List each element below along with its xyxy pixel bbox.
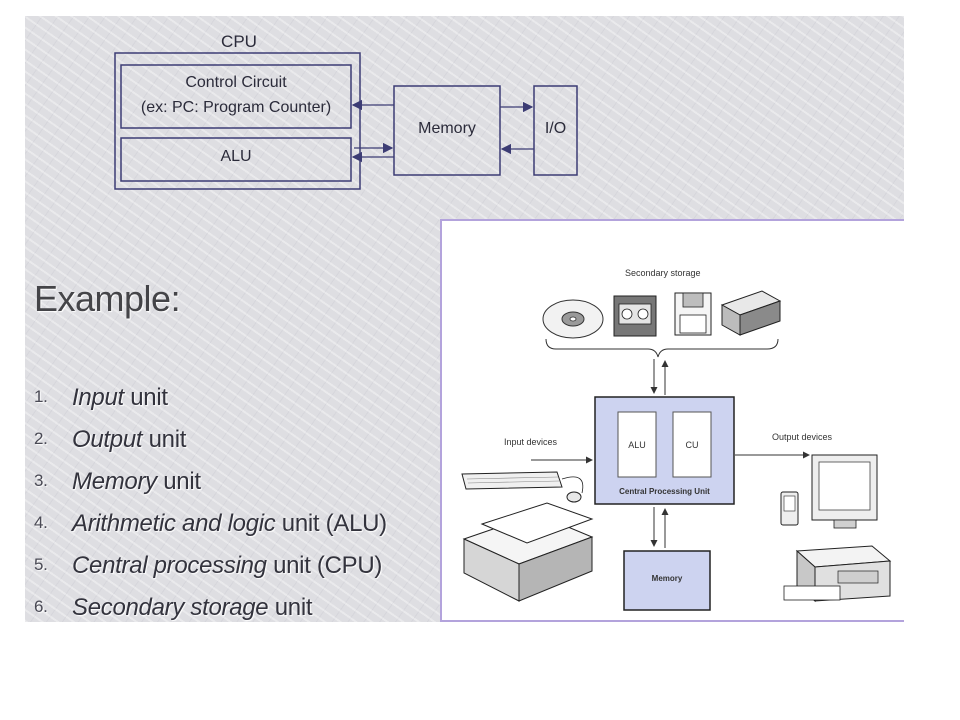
- list-text: unit: [268, 594, 313, 621]
- figure-canvas: [461, 290, 892, 611]
- list-number: 2.: [34, 429, 48, 448]
- slide: CPU Control Circuit (ex: PC: Program Cou…: [25, 16, 904, 622]
- list-number: 5.: [34, 555, 48, 574]
- list-number: 1.: [34, 387, 48, 406]
- printer-icon: [783, 545, 892, 603]
- program-counter-label: (ex: PC: Program Counter): [140, 99, 332, 116]
- list-emphasis: Memory: [72, 468, 157, 495]
- list-text: unit (ALU): [275, 510, 387, 537]
- alu-label: ALU: [220, 148, 252, 165]
- cpu-block-diagram: [114, 52, 578, 190]
- mouse-icon: [561, 476, 584, 503]
- list-number: 6.: [34, 597, 48, 616]
- cd-disc-icon: [542, 299, 604, 339]
- alu-box: [617, 411, 657, 478]
- io-box: [533, 85, 578, 176]
- list-emphasis: Secondary storage: [72, 594, 269, 621]
- cpu-box: [114, 52, 361, 190]
- tape-cassette-icon: [613, 295, 657, 337]
- fig-memory-label: Memory: [651, 574, 683, 583]
- cu-box: [672, 411, 712, 478]
- secondary-storage-label: Secondary storage: [625, 268, 701, 278]
- scanner-icon: [462, 502, 594, 602]
- example-title: Example:: [34, 278, 181, 319]
- cpu-label: CPU: [221, 32, 257, 51]
- list-text: unit: [123, 384, 168, 411]
- floppy-disk-icon: [674, 292, 712, 336]
- memory-box: [623, 550, 711, 611]
- fig-cu-label: CU: [685, 440, 699, 450]
- list-emphasis: Arithmetic and logic: [72, 510, 276, 537]
- list-emphasis: Input: [72, 384, 124, 411]
- output-devices-label: Output devices: [772, 432, 833, 442]
- cpu-caption: Central Processing Unit: [619, 487, 710, 496]
- monitor-icon: [811, 454, 878, 529]
- memory-label: Memory: [418, 120, 476, 137]
- list-number: 3.: [34, 471, 48, 490]
- handheld-device-icon: [780, 491, 799, 526]
- fig-alu-label: ALU: [628, 440, 646, 450]
- storage-brace: [545, 338, 779, 358]
- list-emphasis: Output: [72, 426, 143, 453]
- list-emphasis: Central processing: [72, 552, 267, 579]
- list-number: 4.: [34, 513, 48, 532]
- memory-box: [393, 85, 501, 176]
- keyboard-icon: [461, 471, 563, 490]
- control-circuit-label: Control Circuit: [185, 74, 287, 91]
- input-devices-label: Input devices: [504, 437, 558, 447]
- list-text: unit: [156, 468, 201, 495]
- control-circuit-box: [120, 64, 352, 129]
- computer-organization-figure: Secondary storage Input devices Output d…: [440, 219, 904, 622]
- io-label: I/O: [544, 120, 567, 137]
- disk-drive-icon: [720, 290, 782, 336]
- list-text: unit: [142, 426, 187, 453]
- list-text: unit (CPU): [266, 552, 383, 579]
- alu-box: [120, 137, 352, 182]
